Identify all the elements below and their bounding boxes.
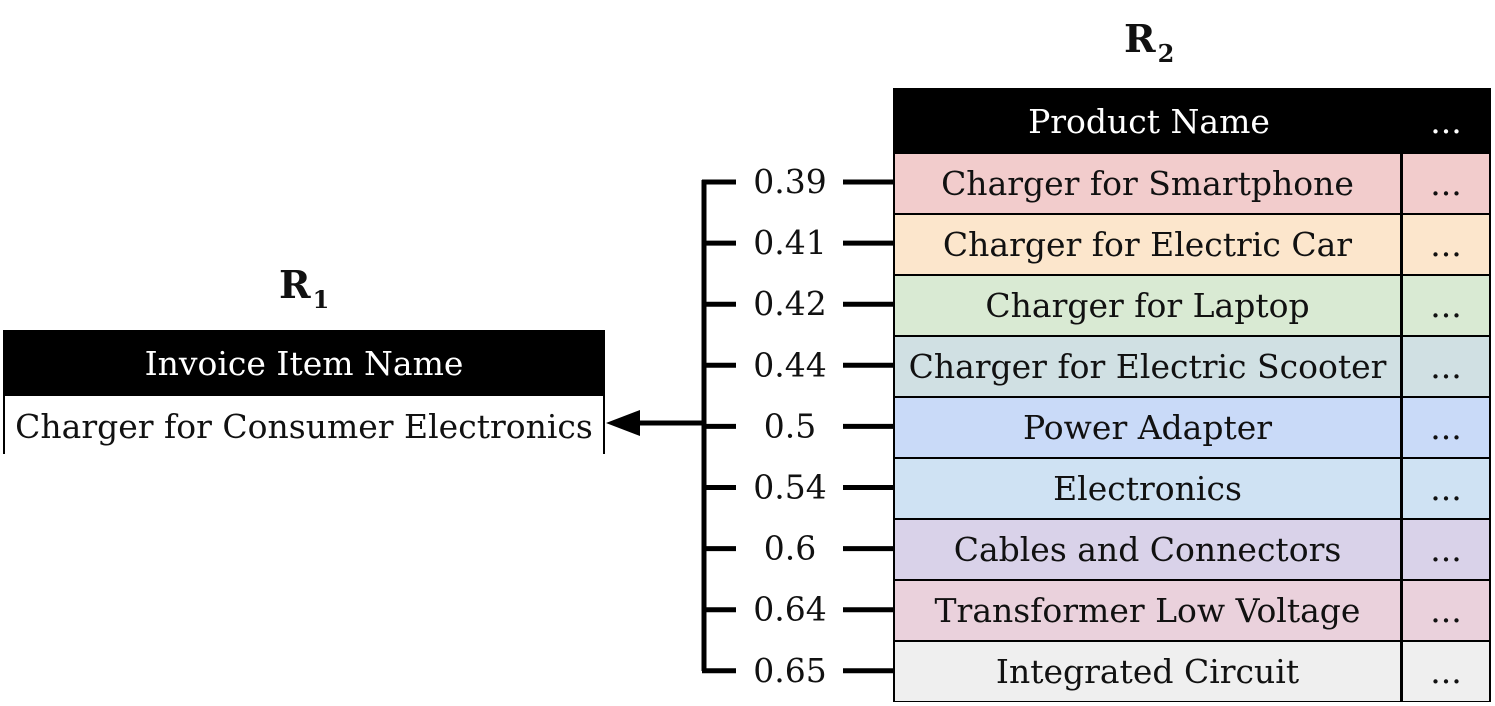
- similarity-score: 0.41: [753, 223, 826, 262]
- r2-row-more: ...: [1403, 274, 1489, 335]
- r2-row-more: ...: [1403, 640, 1489, 701]
- r2-row-more: ...: [1403, 335, 1489, 396]
- arrowhead-icon: [606, 410, 640, 436]
- r2-row-more: ...: [1403, 518, 1489, 579]
- r2-row-name: Electronics: [895, 457, 1403, 518]
- r2-label: R2: [1124, 20, 1174, 66]
- r2-row-name: Charger for Electric Car: [895, 213, 1403, 274]
- r1-value-cell: Charger for Consumer Electronics: [5, 394, 603, 456]
- r2-row-more: ...: [1403, 457, 1489, 518]
- r2-row-name: Charger for Smartphone: [895, 152, 1403, 213]
- r2-row-name: Charger for Electric Scooter: [895, 335, 1403, 396]
- r2-table: Product Name ... Charger for Smartphone.…: [893, 88, 1491, 702]
- r2-header-more: ...: [1403, 90, 1489, 152]
- r1-label-subscript: 1: [312, 285, 330, 314]
- similarity-score: 0.44: [753, 345, 826, 384]
- r2-row-more: ...: [1403, 396, 1489, 457]
- r2-row-name: Power Adapter: [895, 396, 1403, 457]
- r2-row-name: Cables and Connectors: [895, 518, 1403, 579]
- r2-row-name: Charger for Laptop: [895, 274, 1403, 335]
- r2-row-more: ...: [1403, 213, 1489, 274]
- similarity-score: 0.6: [764, 529, 816, 568]
- similarity-score: 0.5: [764, 406, 816, 445]
- r2-row-more: ...: [1403, 579, 1489, 640]
- r1-label-letter: R: [279, 262, 311, 307]
- similarity-score: 0.65: [753, 651, 826, 690]
- similarity-score: 0.39: [753, 162, 826, 201]
- r2-row-more: ...: [1403, 152, 1489, 213]
- r1-header: Invoice Item Name: [5, 332, 603, 394]
- r1-label: R1: [279, 266, 329, 312]
- similarity-score: 0.54: [753, 468, 826, 507]
- r2-row-name: Transformer Low Voltage: [895, 579, 1403, 640]
- similarity-score: 0.64: [753, 590, 826, 629]
- r2-label-subscript: 2: [1157, 39, 1175, 68]
- r1-table: Invoice Item Name Charger for Consumer E…: [3, 330, 605, 456]
- similarity-score: 0.42: [753, 284, 826, 323]
- r2-header-product-name: Product Name: [895, 90, 1403, 152]
- r2-label-letter: R: [1124, 16, 1156, 61]
- r2-row-name: Integrated Circuit: [895, 640, 1403, 701]
